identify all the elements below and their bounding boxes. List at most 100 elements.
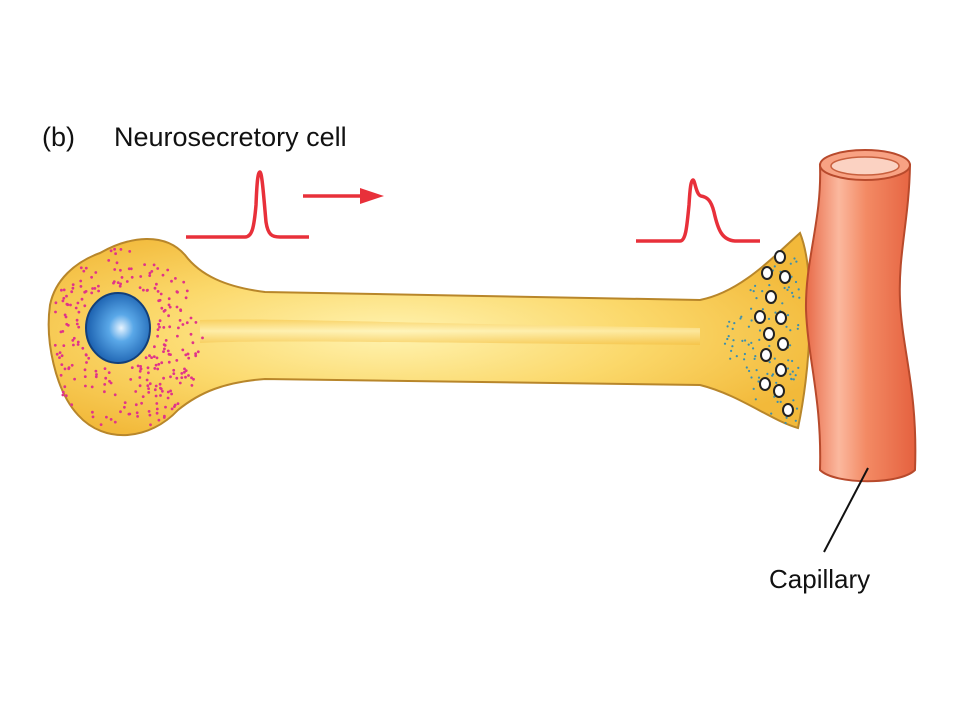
granule-dot	[201, 336, 204, 340]
granule-dot	[181, 348, 185, 352]
granule-dot	[71, 286, 75, 290]
terminal-dot	[791, 291, 794, 294]
terminal-dot	[773, 265, 776, 268]
granule-dot	[63, 313, 67, 317]
terminal-dot	[789, 344, 792, 347]
granule-dot	[168, 325, 172, 329]
granule-dot	[167, 360, 171, 364]
terminal-dot	[740, 315, 743, 318]
terminal-dot	[729, 357, 732, 360]
capillary	[804, 164, 917, 483]
granule-dot	[69, 303, 72, 307]
granule-dot	[158, 298, 162, 302]
granule-dot	[58, 351, 62, 354]
granule-dot	[84, 384, 87, 388]
terminal-dot	[766, 372, 769, 375]
granule-dot	[147, 391, 151, 394]
terminal-dot	[792, 295, 795, 298]
granule-dot	[60, 288, 63, 292]
granule-dot	[139, 367, 143, 371]
terminal-dot	[793, 257, 796, 260]
granule-dot	[156, 367, 160, 371]
terminal-dot	[723, 342, 727, 345]
granule-dot	[148, 274, 152, 277]
granule-dot	[154, 384, 158, 388]
granule-dot	[94, 271, 98, 274]
action-potential-soma	[186, 170, 309, 239]
granule-dot	[166, 349, 170, 353]
granule-dot	[167, 303, 171, 307]
terminal-dot	[727, 335, 730, 338]
granule-dot	[72, 343, 75, 347]
terminal-dot	[731, 327, 734, 330]
granule-dot	[103, 367, 107, 370]
granule-dot	[139, 275, 143, 278]
granule-dot	[77, 310, 81, 314]
granule-dot	[192, 377, 195, 381]
granule-dot	[175, 359, 179, 362]
granule-dot	[93, 287, 97, 290]
terminal-dot	[773, 395, 776, 398]
terminal-dot	[785, 325, 788, 328]
terminal-dot	[785, 416, 788, 419]
granule-dot	[123, 401, 127, 404]
granule-dot	[109, 418, 113, 421]
granule-dot	[162, 326, 166, 329]
granule-dot	[79, 285, 83, 288]
granule-dot	[185, 289, 189, 293]
granule-dot	[159, 292, 163, 296]
vesicle	[754, 310, 766, 324]
granule-dot	[103, 383, 107, 386]
terminal-dot	[735, 355, 738, 358]
granule-dot	[155, 282, 158, 286]
granule-dot	[113, 247, 116, 251]
granule-dot	[80, 297, 84, 301]
terminal-dot	[744, 339, 747, 342]
granule-dot	[169, 353, 172, 356]
granule-dot	[196, 350, 200, 354]
granule-dot	[94, 369, 98, 373]
granule-dot	[166, 268, 170, 272]
terminal-dot	[757, 376, 761, 379]
granule-dot	[64, 394, 68, 398]
terminal-dot	[752, 290, 755, 293]
granule-dot	[108, 379, 111, 383]
granule-dot	[166, 390, 170, 394]
granule-dot	[173, 403, 177, 407]
granule-dot	[145, 378, 149, 382]
vesicle	[759, 377, 771, 391]
granule-dot	[159, 394, 162, 397]
granule-dot	[150, 356, 154, 359]
terminal-dot	[757, 380, 760, 383]
vesicle	[775, 311, 787, 325]
granule-dot	[146, 384, 150, 388]
granule-dot	[152, 263, 156, 267]
granule-dot	[84, 353, 88, 357]
terminal-dot	[761, 308, 765, 311]
granule-dot	[147, 410, 151, 413]
terminal-dot	[754, 284, 757, 287]
granule-dot	[65, 294, 68, 298]
capillary-lumen	[830, 156, 900, 176]
terminal-dot	[726, 337, 729, 341]
granule-dot	[91, 410, 94, 414]
granule-dot	[184, 353, 188, 357]
granule-dot	[138, 376, 142, 379]
granule-dot	[97, 289, 100, 293]
terminal-dot	[748, 369, 751, 373]
granule-dot	[75, 322, 79, 326]
terminal-dot	[743, 352, 747, 356]
terminal-dot	[750, 376, 753, 379]
axon-shine	[200, 319, 700, 345]
granule-dot	[155, 356, 159, 360]
terminal-dot	[776, 400, 779, 403]
terminal-dot	[784, 421, 787, 425]
granule-dot	[95, 373, 98, 376]
granule-dot	[97, 284, 100, 288]
granule-dot	[135, 411, 139, 415]
granule-dot	[60, 354, 64, 358]
granule-dot	[157, 418, 161, 422]
terminal-dot	[797, 288, 800, 291]
granule-dot	[83, 368, 87, 372]
terminal-dot	[792, 378, 795, 381]
